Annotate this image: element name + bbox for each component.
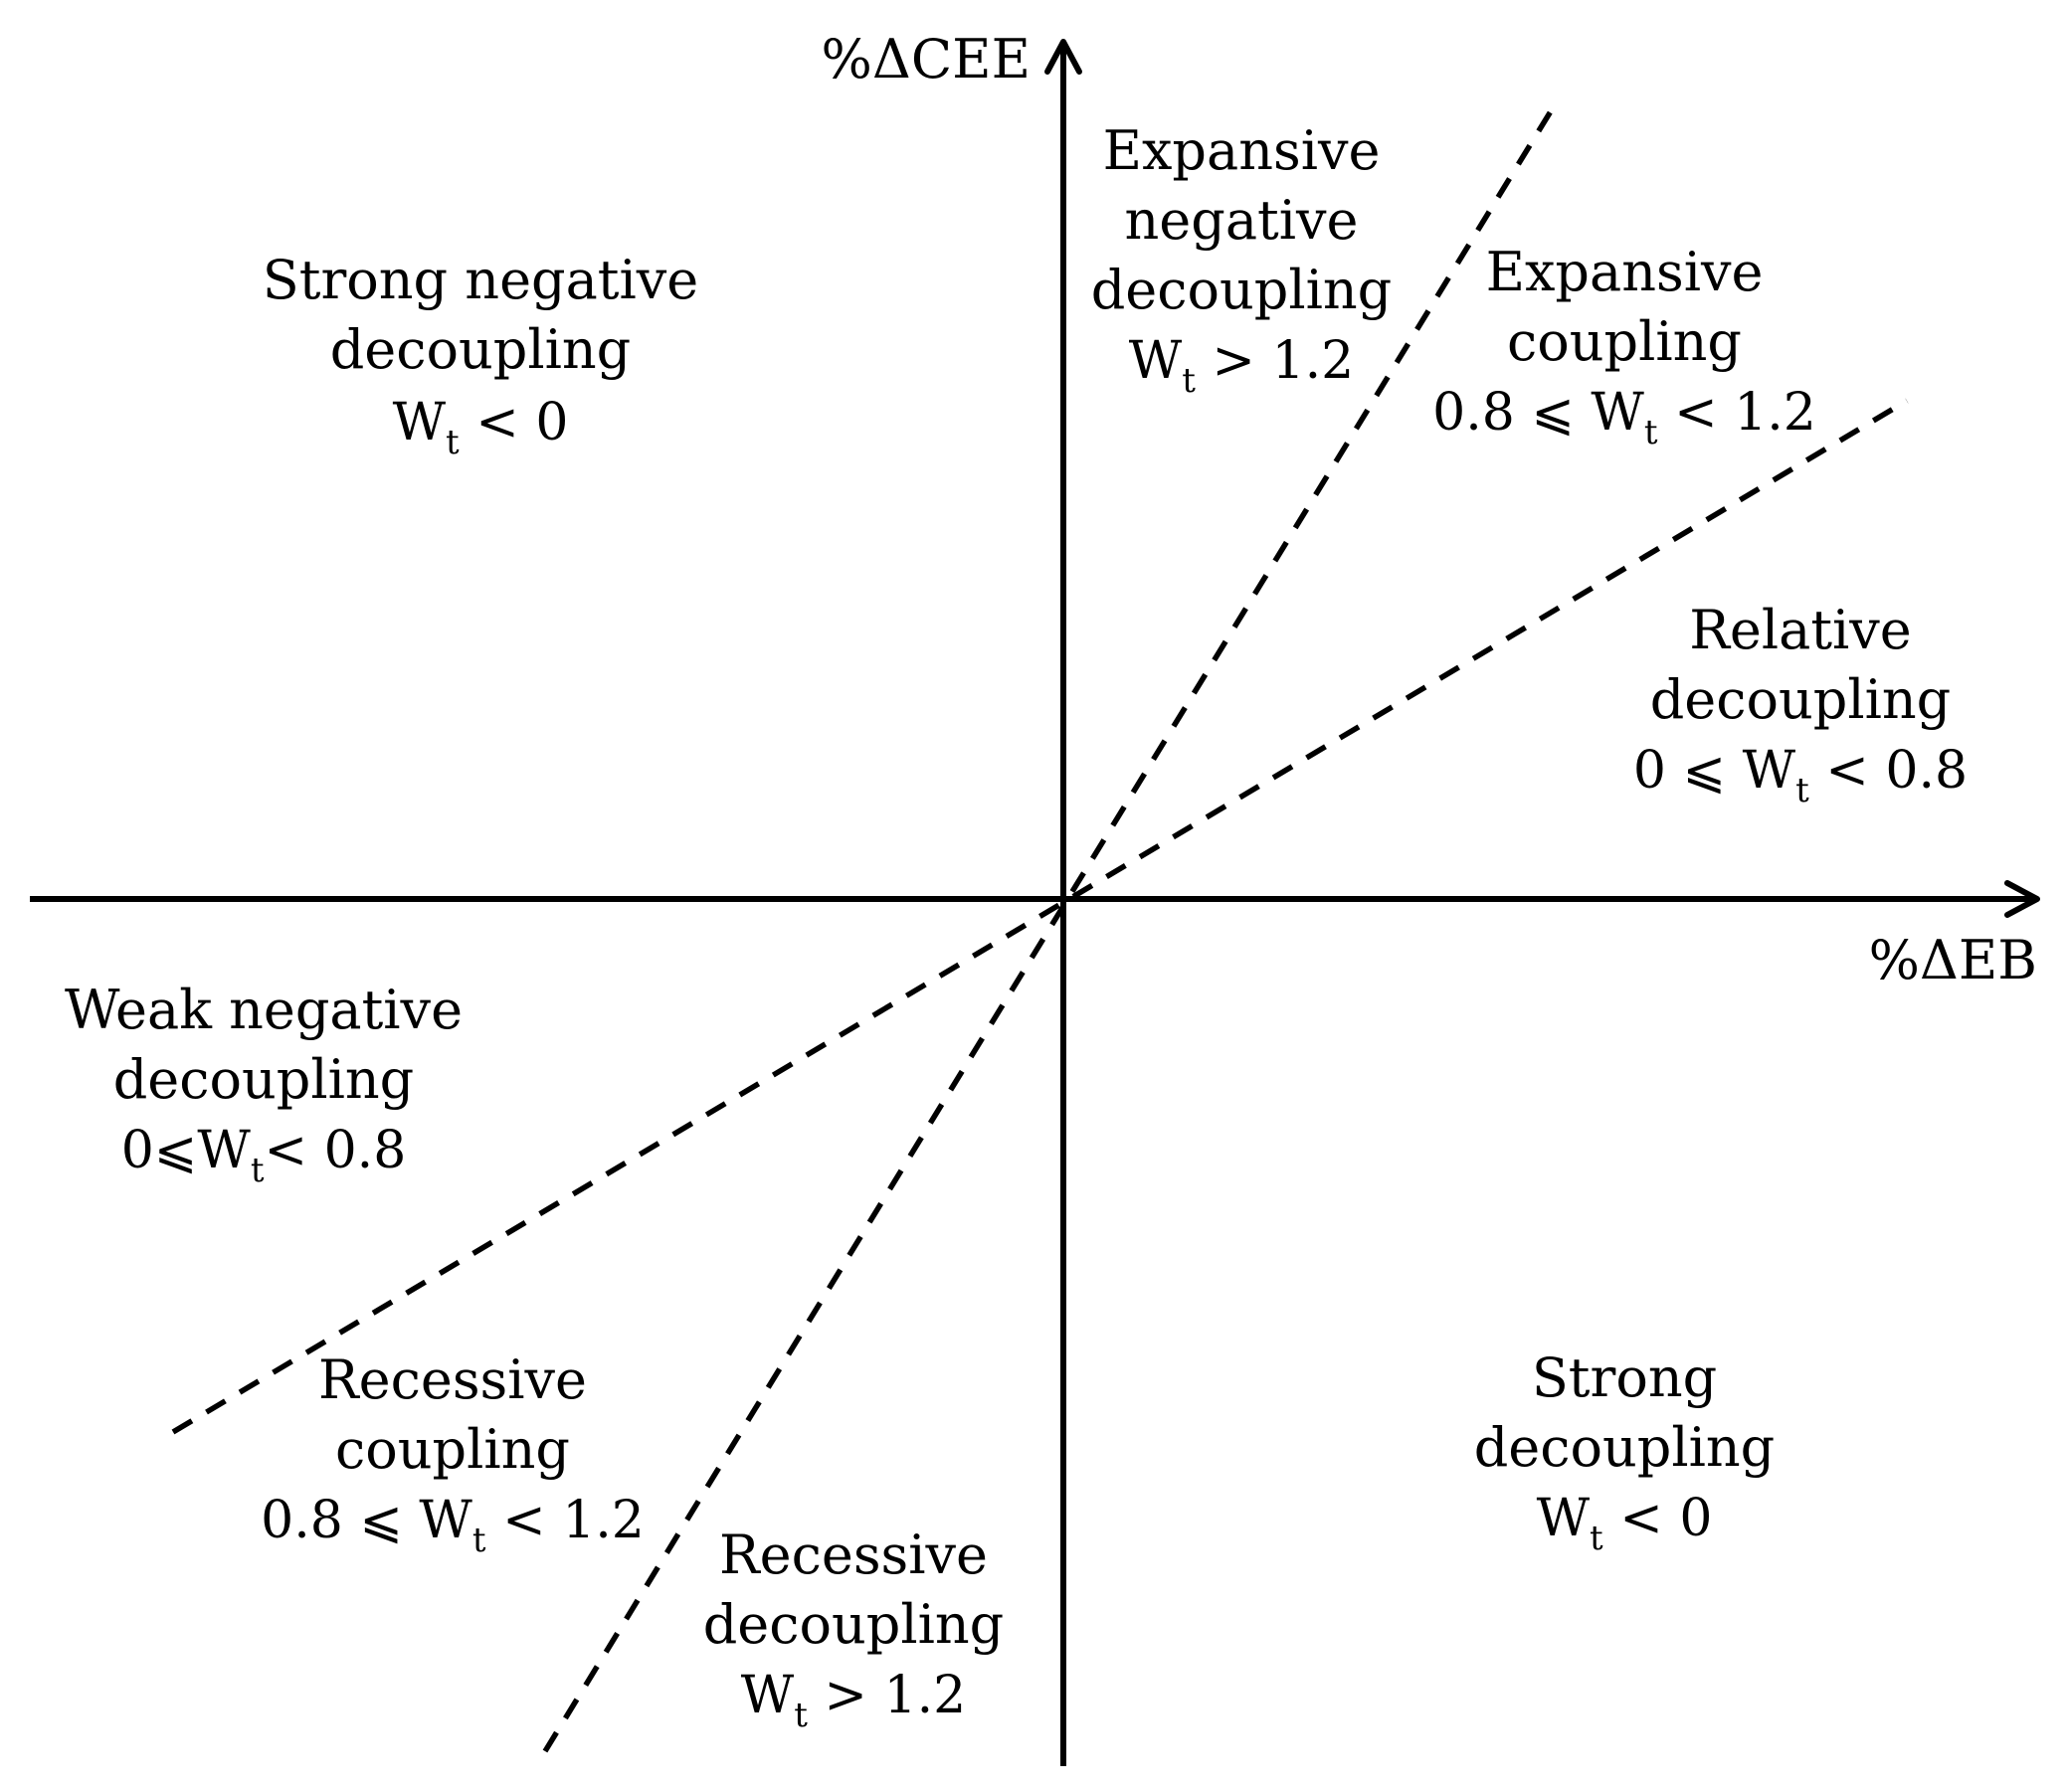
region-label-line: decoupling [1091,259,1393,321]
region-label-line: coupling [335,1418,570,1481]
region-label-line: Expansive [1103,119,1381,182]
region-recessive-decoupling: Recessive decoupling Wt > 1.2 [703,1523,1005,1735]
region-recessive-coupling: Recessive coupling 0.8 ⩽ Wt < 1.2 [261,1348,645,1560]
region-condition: 0⩽Wt< 0.8 [121,1121,407,1190]
region-strong-negative-decoupling: Strong negative decoupling Wt < 0 [263,249,698,462]
y-axis-arrowhead [1044,39,1082,75]
boundary-line-w-0-8 [171,398,1909,1435]
region-label-line: decoupling [703,1593,1005,1656]
region-label-line: coupling [1507,310,1742,373]
region-label-line: decoupling [1474,1416,1776,1479]
region-label-line: Weak negative [65,979,463,1041]
region-condition: Wt > 1.2 [1129,331,1354,401]
x-axis-label: %ΔEB [1869,929,2037,991]
region-label-line: Expansive [1486,241,1764,303]
region-condition: 0 ⩽ Wt < 0.8 [1633,741,1968,810]
region-label-line: Strong negative [263,249,698,311]
region-label-line: decoupling [113,1048,415,1111]
region-label-line: negative [1125,189,1359,252]
region-condition: Wt < 0 [393,393,569,462]
region-label-line: Recessive [318,1348,587,1411]
x-axis-arrowhead [2004,880,2040,918]
region-condition: Wt > 1.2 [741,1666,966,1735]
region-condition: 0.8 ⩽ Wt < 1.2 [261,1491,645,1560]
region-label-line: Strong [1532,1346,1717,1409]
region-expansive-coupling: Expansive coupling 0.8 ⩽ Wt < 1.2 [1432,241,1816,452]
region-label-line: Relative [1689,599,1912,661]
boundary-line-w-1-2 [542,104,1557,1753]
region-strong-decoupling: Strong decoupling Wt < 0 [1474,1346,1776,1558]
region-expansive-negative-decoupling: Expansive negative decoupling Wt > 1.2 [1091,119,1393,401]
region-condition: 0.8 ⩽ Wt < 1.2 [1432,383,1816,452]
region-condition: Wt < 0 [1537,1489,1713,1558]
region-label-line: decoupling [1650,668,1952,731]
region-label-line: Recessive [719,1523,988,1586]
region-label-line: decoupling [330,318,632,381]
region-relative-decoupling: Relative decoupling 0 ⩽ Wt < 0.8 [1633,599,1968,810]
y-axis-label: %ΔCEE [822,28,1031,90]
region-weak-negative-decoupling: Weak negative decoupling 0⩽Wt< 0.8 [65,979,463,1190]
